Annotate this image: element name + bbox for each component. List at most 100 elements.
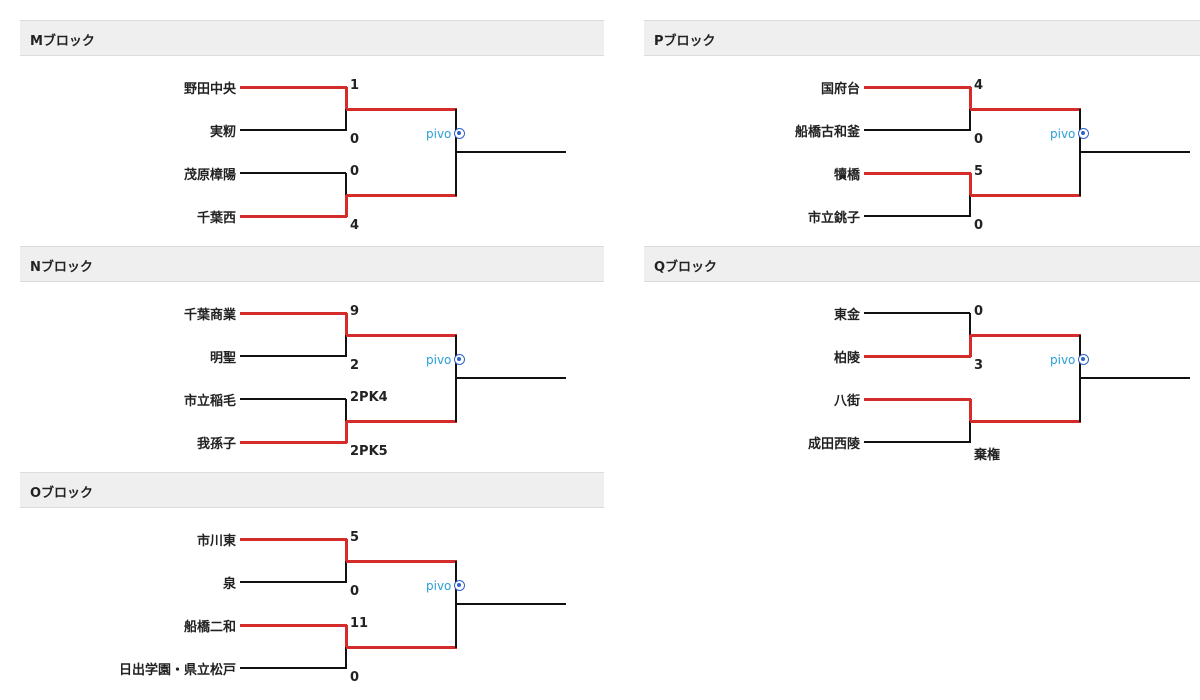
bracket-line-team (240, 355, 346, 357)
bracket-line-connector (345, 173, 347, 196)
pivo-label: pivo (1050, 353, 1076, 367)
bracket-line-semi (346, 560, 457, 563)
team-score: 2 (350, 358, 360, 373)
team-score: 4 (350, 218, 360, 233)
bracket-line-team (240, 129, 346, 131)
bracket-line-semi (346, 646, 457, 649)
team-name: 東金 (833, 308, 860, 323)
bracket-line-team (240, 215, 347, 218)
bracket-line-connector (345, 399, 347, 422)
bracket-line-team (864, 129, 970, 131)
team-score: 0 (974, 218, 984, 233)
bracket-line-team (240, 538, 347, 541)
block-title: Oブロック (30, 486, 94, 501)
pivo-label: pivo (426, 353, 452, 367)
team-score: 2PK5 (350, 444, 388, 459)
bracket-line-team (864, 86, 971, 89)
bracket-block: Mブロック野田中央実籾 1 0 茂原樟陽千葉西 0 4 pivo (20, 20, 604, 248)
soccer-ball-icon (454, 128, 466, 139)
team-score: 0 (350, 584, 360, 599)
bracket-line-connector (345, 87, 348, 110)
bracket-line-final (456, 377, 566, 379)
bracket-line-team (240, 667, 346, 669)
bracket-line-connector (345, 421, 348, 443)
pivo-link[interactable]: pivo (1050, 127, 1090, 141)
team-name: 茂原樟陽 (183, 168, 236, 183)
bracket-line-connector (345, 647, 347, 669)
bracket-line-team (240, 581, 346, 583)
block-title: Mブロック (30, 34, 95, 49)
bracket-line-connector (969, 313, 971, 336)
bracket-line-final-connector (1079, 152, 1081, 196)
bracket-line-connector (345, 561, 347, 583)
bracket-line-team (864, 312, 970, 314)
team-name: 日出学園・県立松戸 (118, 663, 236, 678)
soccer-ball-icon (454, 580, 466, 591)
bracket-line-team (240, 624, 347, 627)
team-name: 犢橋 (833, 168, 860, 183)
block-header: Pブロック (644, 20, 1200, 56)
pivo-link[interactable]: pivo (426, 353, 466, 367)
bracket-line-team (864, 355, 971, 358)
team-score: 1 (350, 78, 360, 93)
bracket-line-team (240, 441, 347, 444)
bracket-line-connector (969, 87, 972, 110)
team-score: 棄権 (974, 448, 1001, 463)
bracket-line-team (240, 86, 347, 89)
team-score: 0 (350, 132, 360, 147)
bracket-line-connector (969, 335, 972, 357)
team-score: 11 (350, 616, 369, 631)
bracket-line-final (1080, 377, 1190, 379)
bracket-line-semi (970, 108, 1081, 111)
team-name: 野田中央 (183, 82, 236, 97)
team-name: 八街 (833, 394, 860, 409)
team-score: 9 (350, 304, 360, 319)
pivo-label: pivo (1050, 127, 1076, 141)
bracket-line-semi (970, 194, 1081, 197)
block-title: Pブロック (654, 34, 716, 49)
bracket-line-team (240, 312, 347, 315)
bracket-line-connector (345, 313, 348, 336)
bracket-line-team (864, 398, 971, 401)
pivo-link[interactable]: pivo (426, 127, 466, 141)
team-name: 明聖 (209, 351, 236, 366)
team-score: 5 (350, 530, 360, 545)
bracket-line-team (864, 441, 970, 443)
team-name: 市立銚子 (807, 211, 860, 226)
pivo-label: pivo (426, 127, 452, 141)
bracket-line-connector (345, 109, 347, 131)
team-score: 4 (974, 78, 984, 93)
bracket-line-final-connector (455, 378, 457, 422)
team-name: 千葉西 (196, 211, 236, 226)
team-name: 国府台 (820, 82, 860, 97)
team-score: 3 (974, 358, 984, 373)
bracket-line-connector (345, 195, 348, 217)
pivo-link[interactable]: pivo (426, 579, 466, 593)
bracket-line-final (456, 603, 566, 605)
bracket-line-connector (969, 421, 971, 443)
bracket-line-final (456, 151, 566, 153)
block-title: Nブロック (30, 260, 93, 275)
team-name: 実籾 (209, 125, 236, 140)
bracket-line-connector (345, 625, 348, 648)
team-name: 柏陵 (833, 351, 860, 366)
bracket-line-connector (345, 539, 348, 562)
soccer-ball-icon (1078, 128, 1090, 139)
bracket-line-connector (969, 173, 972, 196)
bracket-line-team (864, 172, 971, 175)
bracket-line-team (864, 215, 970, 217)
team-score: 0 (350, 164, 360, 179)
team-name: 市立稲毛 (183, 394, 236, 409)
bracket-line-final-connector (1079, 378, 1081, 422)
pivo-link[interactable]: pivo (1050, 353, 1090, 367)
team-name: 千葉商業 (183, 308, 236, 323)
block-header: Oブロック (20, 472, 604, 508)
bracket-line-connector (345, 335, 347, 357)
team-score: 0 (974, 304, 984, 319)
block-header: Mブロック (20, 20, 604, 56)
block-header: Nブロック (20, 246, 604, 282)
bracket-line-final-connector (455, 604, 457, 648)
team-name: 市川東 (196, 534, 236, 549)
